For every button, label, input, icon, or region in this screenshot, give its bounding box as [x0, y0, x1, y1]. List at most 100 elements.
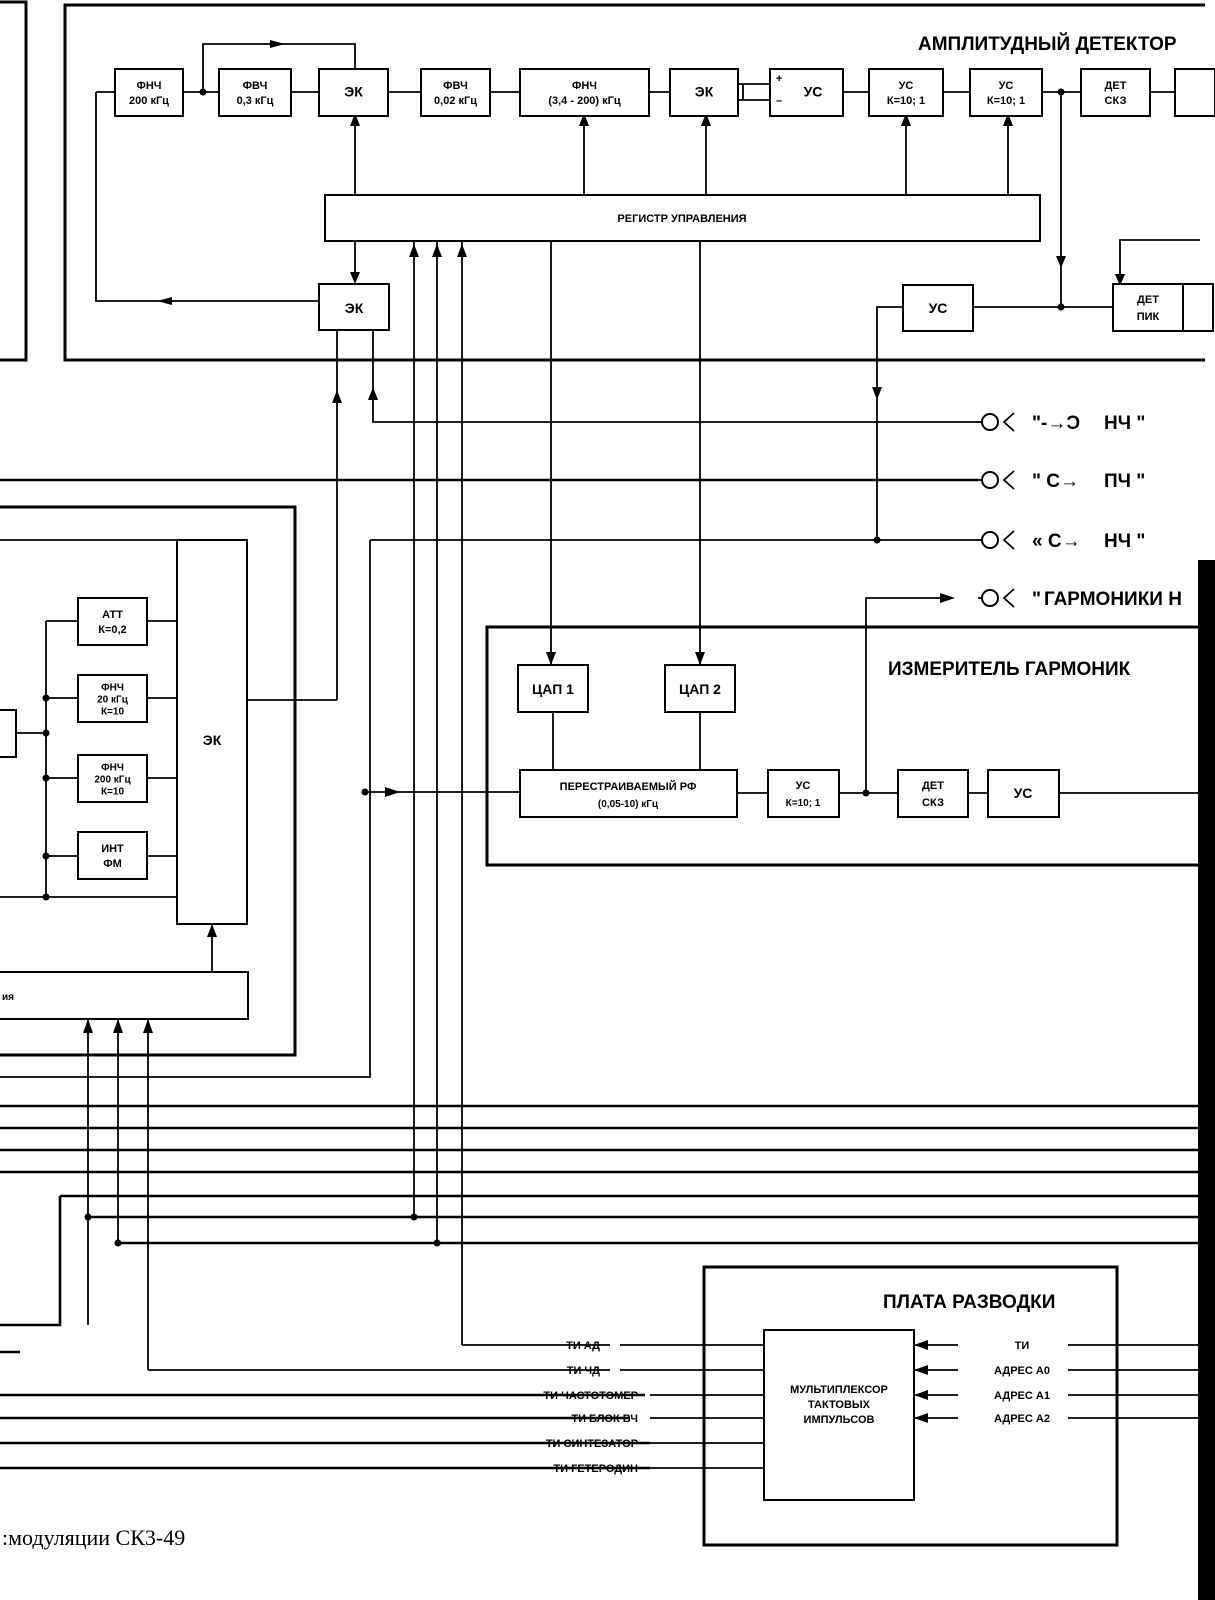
amp-block-fnch200: [114, 68, 184, 117]
det-peak-line-1: ДЕТ: [1137, 294, 1159, 306]
jack-icon: [981, 531, 999, 549]
jack-icon: [981, 413, 999, 431]
harmonic-us-2-label: УС: [1014, 785, 1033, 801]
left-partial-frame: [0, 0, 28, 362]
amp-block-fvch03: [218, 68, 292, 117]
harmonic-det: [897, 769, 969, 818]
us-peak-label: УС: [929, 300, 948, 316]
connector-plug-icon: [1002, 470, 1015, 490]
left-block-fnch20: [77, 674, 148, 723]
left-block-int_fm: [77, 831, 148, 880]
left-block-fnch200b-line-1: ФНЧ: [101, 763, 124, 774]
clock-mux-line-2: ТАКТОВЫХ: [808, 1399, 871, 1411]
dac-1: [517, 664, 589, 713]
mux-input-1: ТИ: [1015, 1340, 1030, 1352]
harmonic-us-line-1: УС: [796, 780, 811, 792]
jack-icon: [981, 471, 999, 489]
amp-block-us_diff-line-1: УС: [804, 84, 823, 100]
amp-block-sign-2: –: [776, 95, 782, 107]
tunable-filter-line-2: (0,05-10) кГц: [598, 799, 659, 810]
figure-caption-text: модуляции СК3-49: [8, 1525, 185, 1550]
connector-plug-icon: [1002, 530, 1015, 550]
amp-block-us_k1: [868, 68, 944, 117]
clock-output-1: ТИ АД: [566, 1340, 600, 1352]
amp-block-ek1: [318, 68, 389, 117]
amp-block-fvch03-line-2: 0,3 кГц: [237, 95, 274, 107]
figure-caption: :модуляции СК3-49: [2, 1525, 185, 1550]
amp-block-det_skz: [1080, 68, 1151, 117]
dac-2-label: ЦАП 2: [679, 681, 721, 697]
connector-label-nch_out: НЧ ": [1104, 531, 1145, 552]
amp-block-us_k1-line-2: К=10; 1: [887, 95, 925, 107]
left-block-fnch20-line-2: 20 кГц: [97, 695, 129, 706]
left-block-fnch200b-line-3: К=10: [101, 787, 125, 798]
ek-lower: [318, 283, 390, 331]
amplitude-detector-title: АМПЛИТУДНЫЙ ДЕТЕКТОР: [918, 33, 1177, 55]
wiring-board-frame: [702, 1265, 1119, 1547]
amp-block-fvch002-line-1: ФВЧ: [443, 80, 468, 92]
control-register-label: РЕГИСТР УПРАВЛЕНИЯ: [617, 213, 746, 225]
det-peak-line-2: ПИК: [1137, 311, 1160, 323]
connector-label-nch_in: НЧ ": [1104, 413, 1145, 434]
partial-block-1: [1174, 68, 1215, 117]
amp-block-us_k2-line-2: К=10; 1: [987, 95, 1025, 107]
amp-block-ek2-line-1: ЭК: [695, 84, 714, 100]
register-partial-label: ия: [2, 992, 14, 1003]
left-block-att: [77, 597, 148, 646]
connector-symbol-nch_out: « C→: [1032, 531, 1081, 552]
left-block-fnch200b: [77, 754, 148, 803]
amp-block-det_skz-line-1: ДЕТ: [1105, 80, 1127, 92]
control-register: [324, 194, 1041, 242]
ek-big: [176, 539, 248, 925]
clock-output-6: ТИ ГЕТЕРОДИН: [553, 1463, 638, 1475]
clock-mux-line-1: МУЛЬТИПЛЕКСОР: [790, 1384, 888, 1396]
dac-1-label: ЦАП 1: [532, 681, 574, 697]
mux-input-4: АДРЕС А2: [994, 1413, 1050, 1425]
left-block-fnch20-line-1: ФНЧ: [101, 683, 124, 694]
mux-input-2: АДРЕС А0: [994, 1365, 1050, 1377]
left-block-att-line-1: АТТ: [102, 609, 123, 621]
connector-plug-icon: [1002, 588, 1015, 608]
harmonic-det-line-1: ДЕТ: [922, 780, 944, 792]
connector-symbol-nch_in: "-→Ͻ: [1032, 413, 1080, 434]
left-partial-box: [0, 709, 17, 758]
jack-icon: [981, 589, 999, 607]
left-block-fnch20-line-3: К=10: [101, 707, 125, 718]
amp-block-us_k2: [969, 68, 1043, 117]
mux-input-3: АДРЕС А1: [994, 1390, 1050, 1402]
amp-block-sign-1: +: [776, 73, 782, 85]
connector-plug-icon: [1002, 412, 1015, 432]
clock-output-2: ТИ ЧД: [567, 1365, 600, 1377]
register-partial: [0, 971, 249, 1020]
left-block-int_fm-line-1: ИНТ: [101, 843, 124, 855]
amp-block-ek2: [669, 68, 739, 117]
clock-mux: [763, 1329, 915, 1501]
tunable-filter: [519, 769, 738, 818]
mux-inputs: ТИ АДРЕС А0 АДРЕС А1 АДРЕС А2: [914, 1340, 1205, 1425]
harmonic-meter-frame: [485, 625, 1210, 867]
amp-block-det_skz-line-2: СКЗ: [1105, 95, 1127, 107]
wiring-board-title: ПЛАТА РАЗВОДКИ: [883, 1292, 1055, 1313]
amp-block-fnch200-line-1: ФНЧ: [136, 80, 161, 92]
amplitude-detector-frame: [63, 3, 1205, 362]
left-block-fnch200b-line-2: 200 кГц: [94, 775, 131, 786]
ek-lower-label: ЭК: [345, 300, 364, 316]
right-edge-bar: [1198, 560, 1215, 1600]
partial-block-2: [1182, 283, 1214, 332]
harmonic-meter-title: ИЗМЕРИТЕЛЬ ГАРМОНИК: [888, 659, 1131, 680]
connector-symbol-harm_out: ": [1032, 589, 1041, 610]
us-peak: [902, 284, 974, 332]
harmonic-us: [767, 769, 840, 818]
amp-block-fvch002-line-2: 0,02 кГц: [434, 95, 477, 107]
amp-block-us_diff: [769, 68, 844, 117]
amp-block-fnch34: [519, 68, 650, 117]
fm-demod-frame: [0, 505, 297, 1057]
tunable-filter-line-1: ПЕРЕСТРАИВАЕМЫЙ РФ: [560, 780, 697, 793]
amp-block-fvch03-line-1: ФВЧ: [243, 80, 268, 92]
det-peak: [1112, 283, 1184, 332]
clock-output-4: ТИ БЛОК ВЧ: [571, 1413, 638, 1425]
clock-output-3: ТИ ЧАСТОТОМЕР: [543, 1390, 638, 1402]
